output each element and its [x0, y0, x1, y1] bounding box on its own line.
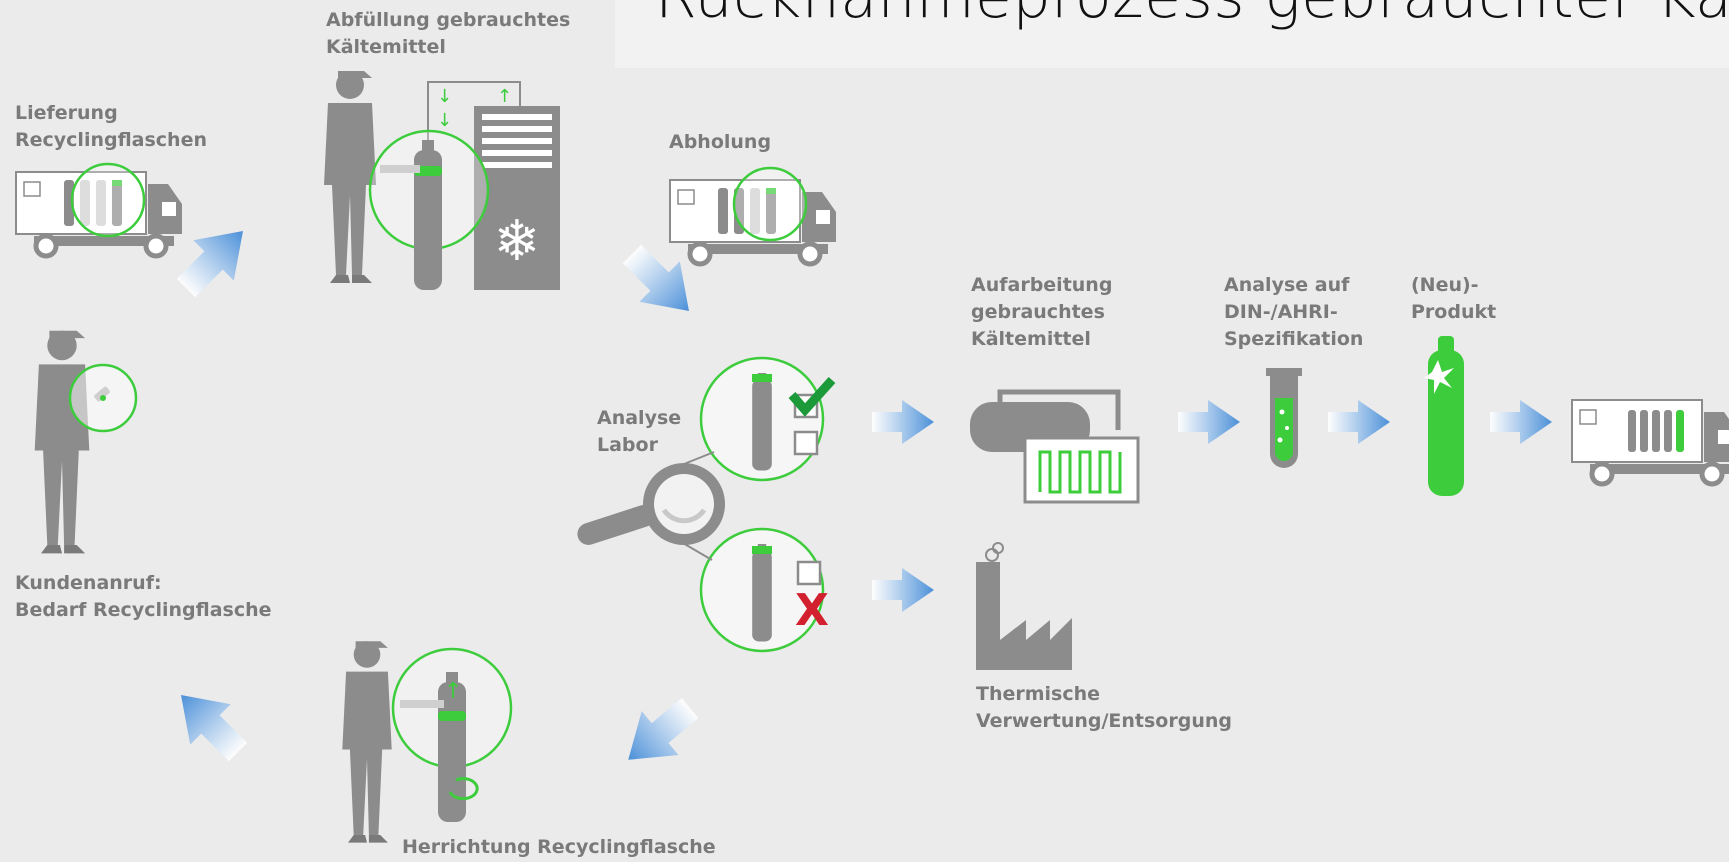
customer-icon — [34, 330, 138, 554]
label-analysis-spec: Analyse auf DIN-/AHRI- Spezifikation — [1224, 272, 1363, 353]
factory-icon — [976, 542, 1072, 670]
label-line: Analyse auf — [1224, 274, 1350, 296]
magnifier-icon — [577, 463, 725, 545]
label-line: Analyse — [597, 407, 682, 429]
filling-station-icon: ❄ ↓ ↓ ↑ — [324, 71, 560, 290]
product-cylinder-icon — [1424, 336, 1464, 496]
label-line: Lieferung — [15, 102, 118, 124]
flow-arrow-icon — [609, 686, 709, 782]
flow-arrow-icon — [872, 400, 934, 444]
label-delivery: Lieferung Recyclingflaschen — [15, 100, 207, 154]
delivery-truck-icon — [16, 162, 182, 256]
cross-icon: X — [795, 585, 829, 636]
label-processing: Aufarbeitung gebrauchtes Kältemittel — [971, 272, 1112, 353]
label-line: Herrichtung Recyclingflasche — [402, 836, 716, 858]
label-line: Bedarf Recyclingflasche — [15, 599, 272, 621]
test-tube-icon — [1266, 368, 1302, 468]
label-line: Thermische — [976, 683, 1101, 705]
final-truck-icon — [1572, 400, 1729, 484]
label-line: Recyclingflaschen — [15, 129, 207, 151]
label-line: DIN-/AHRI- — [1224, 301, 1338, 323]
label-line: Verwertung/Entsorgung — [976, 710, 1232, 732]
svg-text:❄: ❄ — [494, 209, 541, 274]
title-banner: Rücknahmeprozess gebrauchter Kältemittel — [615, 0, 1729, 68]
svg-text:↑: ↑ — [497, 86, 512, 107]
lab-analysis-icon: X — [577, 356, 836, 653]
label-line: Aufarbeitung — [971, 274, 1113, 296]
flow-arrow-icon — [1328, 400, 1390, 444]
svg-text:↑: ↑ — [444, 679, 462, 704]
label-line: (Neu)- — [1411, 274, 1479, 296]
label-line: Labor — [597, 434, 658, 456]
label-preparation: Herrichtung Recyclingflasche — [402, 834, 716, 861]
flow-arrow-icon — [872, 568, 934, 612]
label-new-product: (Neu)- Produkt — [1411, 272, 1496, 326]
label-line: Abfüllung gebrauchtes — [326, 9, 571, 31]
label-customer-call: Kundenanruf: Bedarf Recyclingflasche — [15, 570, 272, 624]
label-thermal: Thermische Verwertung/Entsorgung — [976, 681, 1232, 735]
recycling-plant-icon — [970, 389, 1140, 504]
label-line: Abholung — [669, 131, 772, 153]
pickup-truck-icon — [670, 166, 836, 264]
flow-arrow-icon — [1178, 400, 1240, 444]
checkmark-icon — [788, 376, 836, 417]
flow-arrow-icon — [160, 674, 259, 773]
label-line: Produkt — [1411, 301, 1497, 323]
label-line: Spezifikation — [1224, 328, 1364, 350]
label-line: Kundenanruf: — [15, 572, 162, 594]
label-filling: Abfüllung gebrauchtes Kältemittel — [326, 7, 570, 61]
svg-text:↓: ↓ — [437, 110, 452, 131]
label-line: Kältemittel — [326, 36, 446, 58]
svg-text:↓: ↓ — [437, 86, 452, 107]
label-line: Kältemittel — [971, 328, 1091, 350]
flow-arrow-icon — [1490, 400, 1552, 444]
label-lab: Analyse Labor — [597, 405, 681, 459]
label-line: gebrauchtes — [971, 301, 1105, 323]
preparation-icon: ↑ — [342, 641, 513, 843]
label-pickup: Abholung — [669, 129, 771, 156]
page-title: Rücknahmeprozess gebrauchter Kältemittel — [655, 0, 1729, 32]
